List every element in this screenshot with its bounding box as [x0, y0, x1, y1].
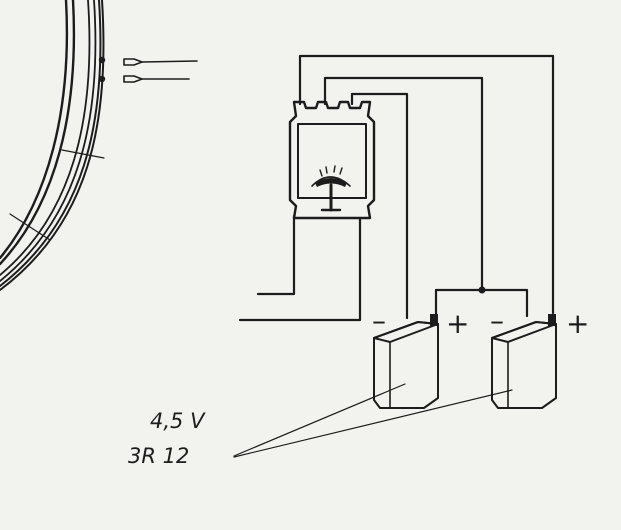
- track-connector: [98, 56, 198, 83]
- battery-icon: [491, 314, 557, 409]
- junction-dot: [478, 286, 486, 294]
- plus-sign-right: +: [566, 307, 589, 340]
- track-arc: [0, 0, 105, 291]
- minus-sign-left: –: [372, 304, 386, 337]
- label-leader-lines: [233, 383, 513, 458]
- voltmeter-icon: [288, 100, 376, 220]
- wiring: [238, 54, 555, 322]
- plus-sign-left: +: [446, 307, 469, 340]
- minus-sign-right: –: [490, 304, 504, 337]
- battery-voltage-label: 4,5 V: [150, 409, 206, 433]
- battery-icon: [373, 314, 439, 409]
- battery-type-label: 3R 12: [128, 444, 189, 468]
